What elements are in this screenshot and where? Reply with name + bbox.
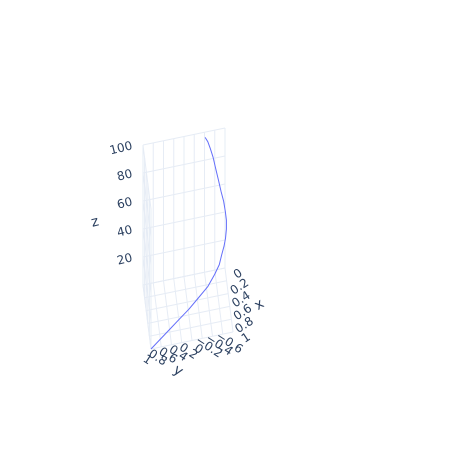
x-tick-labels: 00.20.40.60.81 bbox=[228, 266, 256, 346]
series-line bbox=[150, 137, 227, 350]
z-tick-label: 100 bbox=[108, 138, 134, 157]
grid-z-wall-y1 bbox=[142, 144, 152, 210]
z-tick-label: 20 bbox=[116, 250, 134, 267]
z-tick-labels: 20 40 60 80 100 bbox=[108, 138, 134, 267]
grid-z-wall-x0 bbox=[142, 127, 226, 146]
grid-y-floor bbox=[214, 270, 224, 335]
grid-z-wall-y1 bbox=[142, 172, 152, 238]
x-axis-title: x bbox=[252, 296, 268, 314]
grid-lines bbox=[142, 127, 234, 350]
grid-z-wall-x0 bbox=[142, 239, 226, 258]
grid-z-wall-y1 bbox=[142, 228, 152, 294]
z-axis-title: z bbox=[90, 213, 101, 230]
grid-z-wall-x0 bbox=[142, 155, 226, 174]
grid-z-wall-x0 bbox=[142, 183, 226, 202]
grid-y-floor bbox=[204, 272, 213, 337]
grid-y-floor bbox=[193, 274, 203, 339]
grid-y-floor bbox=[173, 278, 183, 343]
grid-y-floor bbox=[152, 282, 162, 347]
traces bbox=[150, 137, 227, 350]
grid-z-wall-x0 bbox=[142, 267, 226, 286]
grid-z-wall-y1 bbox=[142, 200, 152, 266]
grid-y-floor bbox=[183, 276, 193, 341]
grid-y-floor bbox=[224, 267, 234, 333]
grid-z-wall-y1 bbox=[142, 256, 152, 322]
z-tick-label: 60 bbox=[116, 194, 134, 211]
grid-z-wall-y1 bbox=[142, 284, 152, 350]
z-tick-label: 80 bbox=[116, 166, 134, 183]
grid-y-floor bbox=[163, 280, 172, 345]
z-tick-label: 40 bbox=[116, 222, 134, 239]
grid-z-wall-x0 bbox=[142, 211, 226, 230]
axis-panes bbox=[143, 128, 233, 349]
